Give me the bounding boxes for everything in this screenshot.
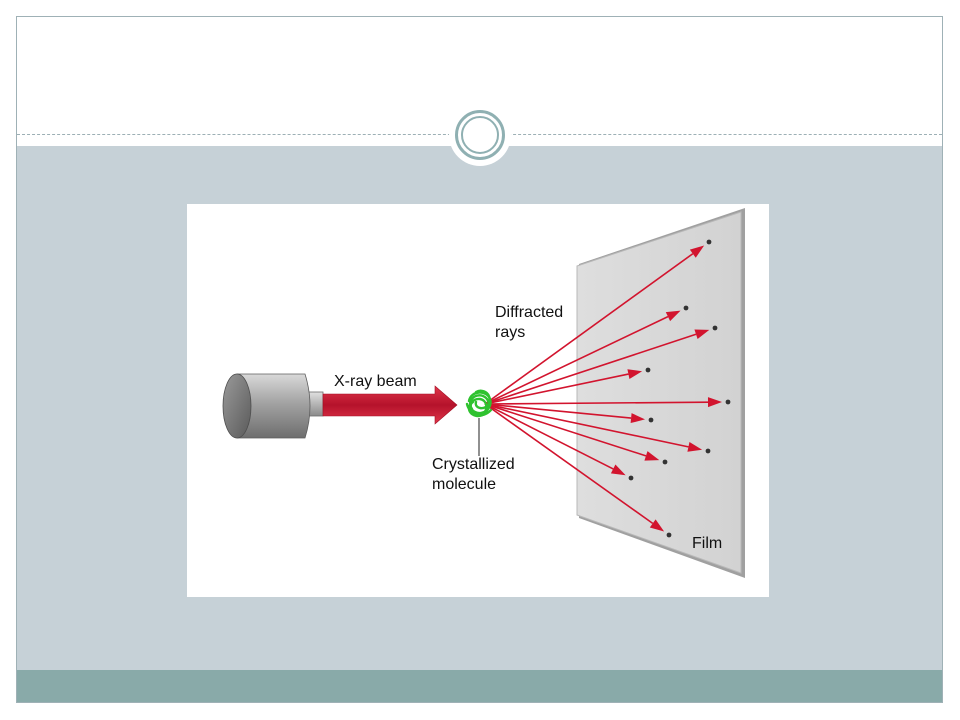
xray-beam-arrow: [322, 385, 458, 425]
diffracted-ray-arrowhead-3: [694, 329, 710, 340]
diffracted-rays-label-line2: rays: [495, 324, 526, 341]
film-spot-6: [648, 417, 654, 423]
crystallized-molecule-label-line1: Crystallized: [432, 456, 515, 473]
film-spot-7: [662, 459, 668, 465]
diffracted-ray-arrowhead-8: [687, 441, 703, 452]
diffracted-rays-label-line1: Diffracted: [495, 304, 564, 321]
xray-diffraction-diagram: [222, 208, 745, 578]
film-spot-5: [725, 399, 731, 405]
film-plate: [576, 208, 745, 578]
footer-band: [17, 670, 942, 702]
diffracted-ray-6: [484, 403, 632, 419]
crystallized-molecule-label-line2: molecule: [432, 476, 497, 493]
diffracted-ray-4: [484, 373, 629, 405]
diffracted-ray-arrowhead-2: [665, 310, 681, 322]
xray-beam-label: X-ray beam: [334, 373, 417, 390]
circle-ornament-inner: [461, 116, 499, 154]
film-spot-4: [645, 367, 651, 373]
film-spot-10: [666, 532, 672, 538]
diffracted-ray-arrowhead-1: [689, 245, 705, 258]
diffracted-ray-3: [484, 333, 697, 405]
film-spot-9: [628, 475, 634, 481]
diffracted-ray-arrowhead-10: [649, 519, 665, 532]
xray-diffraction-figure: X-ray beam Diffracted rays Crystallized …: [187, 204, 769, 597]
diffracted-ray-1: [484, 253, 694, 405]
film-spot-3: [712, 325, 718, 331]
diffracted-ray-5: [484, 401, 709, 405]
diffracted-ray-arrowhead-9: [610, 464, 626, 476]
diffracted-ray-arrowhead-7: [644, 451, 660, 461]
diffracted-ray-2: [484, 315, 669, 405]
diffracted-ray-7: [484, 403, 647, 457]
film-spot-2: [683, 305, 689, 311]
diffracted-ray-arrowhead-4: [627, 369, 643, 379]
diffracted-ray-8: [484, 403, 689, 448]
diffracted-ray-10: [484, 403, 654, 525]
diffracted-ray-arrowhead-5: [707, 397, 723, 408]
film-label: Film: [692, 535, 723, 552]
film-spot-1: [706, 239, 712, 245]
film-spot-8: [705, 448, 711, 454]
diffracted-ray-arrowhead-6: [630, 413, 646, 424]
diffracted-rays: [484, 239, 731, 538]
crystallized-molecule: [465, 389, 493, 418]
diffracted-ray-9: [484, 403, 614, 470]
xray-source: [222, 373, 324, 439]
